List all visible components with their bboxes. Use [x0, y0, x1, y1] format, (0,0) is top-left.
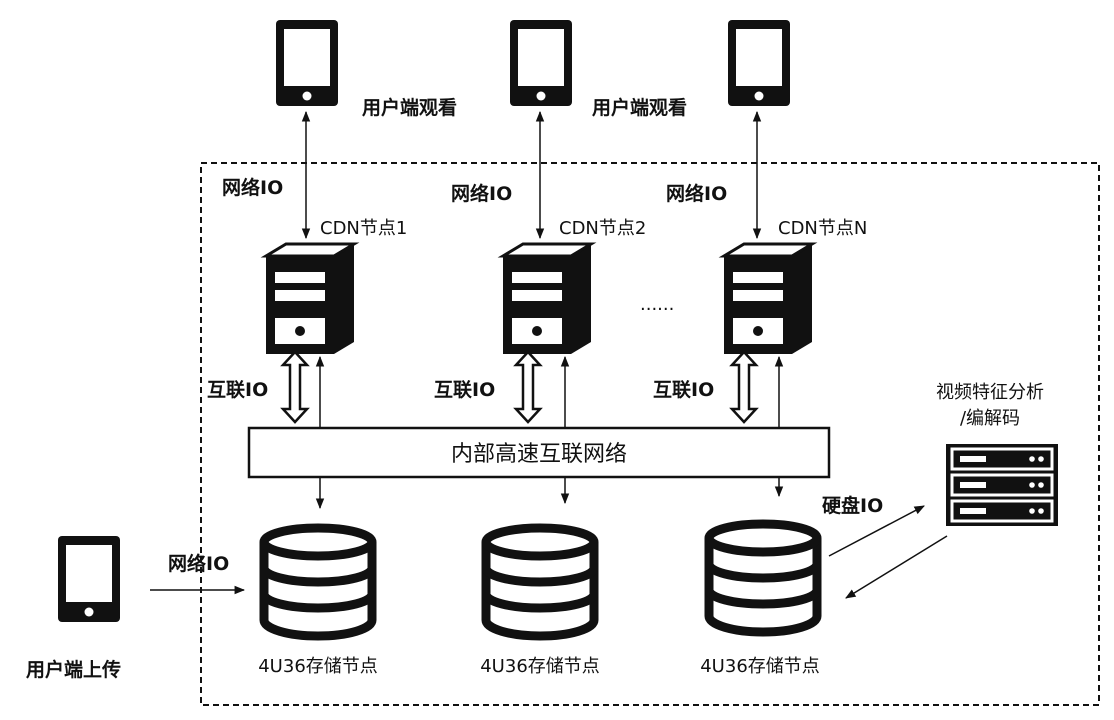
internal-network-bar — [247, 426, 831, 479]
viewer-label-2: 用户端观看 — [592, 96, 687, 119]
network-io-label-3: 网络IO — [666, 182, 727, 205]
analysis-label-line2: /编解码 — [960, 408, 1020, 429]
storage-node-3-icon — [709, 524, 817, 632]
viewer-phone-3-icon — [728, 20, 790, 106]
cdn-node-2-label: CDN节点2 — [559, 218, 646, 239]
viewer-phone-1-icon — [276, 20, 338, 106]
uploader-phone-icon — [58, 536, 120, 622]
interconnect-io-label-2: 互联IO — [434, 379, 495, 401]
disk-io-label: 硬盘IO — [822, 494, 883, 517]
cdn-server-1-icon — [264, 242, 356, 356]
interconnect-arrow-3-icon — [730, 350, 758, 424]
storage-node-2-label: 4U36存储节点 — [480, 656, 600, 677]
cdn-node-1-label: CDN节点1 — [320, 218, 407, 239]
internal-network-label: 内部高速互联网络 — [451, 442, 627, 467]
storage-node-2-icon — [486, 528, 594, 636]
analysis-label-line1: 视频特征分析 — [936, 382, 1044, 403]
interconnect-io-label-3: 互联IO — [653, 379, 714, 401]
viewer-phone-2-icon — [510, 20, 572, 106]
interconnect-io-label-1: 互联IO — [207, 379, 268, 401]
cdn-server-n-icon — [722, 242, 814, 356]
analysis-server-icon — [944, 442, 1060, 528]
disk-io-arrow-in — [845, 535, 948, 599]
network-io-label-upload: 网络IO — [168, 552, 229, 575]
network-io-label-2: 网络IO — [451, 182, 512, 205]
storage-node-3-label: 4U36存储节点 — [700, 656, 820, 677]
storage-node-1-label: 4U36存储节点 — [258, 656, 378, 677]
storage-node-1-icon — [264, 528, 372, 636]
cdn-node-n-label: CDN节点N — [778, 218, 867, 239]
disk-io-arrow-out — [828, 505, 925, 557]
uploader-label: 用户端上传 — [26, 658, 121, 681]
interconnect-arrow-1-icon — [281, 350, 309, 424]
network-io-label-1: 网络IO — [222, 176, 283, 199]
cdn-server-2-icon — [501, 242, 593, 356]
viewer-label-1: 用户端观看 — [362, 96, 457, 119]
ellipsis-text: ...... — [640, 294, 674, 315]
interconnect-arrow-2-icon — [514, 350, 542, 424]
